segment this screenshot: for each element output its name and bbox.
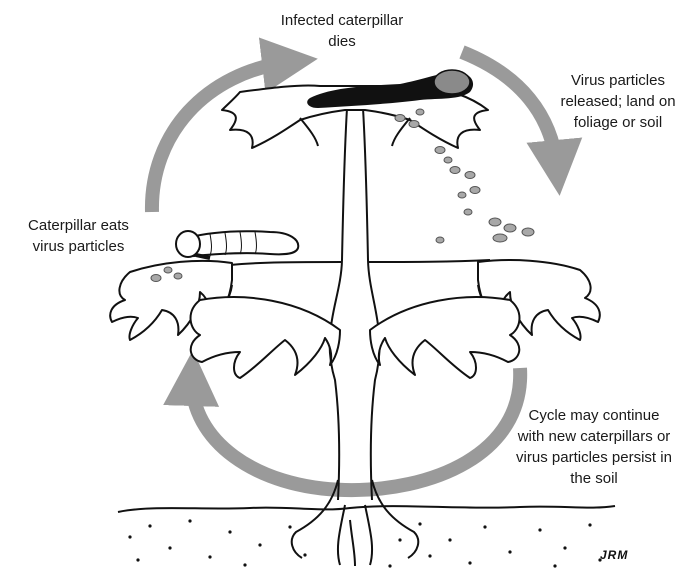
label-line: the soil — [500, 468, 688, 489]
label-line: Cycle may continue — [500, 405, 688, 426]
label-line: released; land on — [548, 91, 688, 112]
label-line: foliage or soil — [548, 112, 688, 133]
artist-signature: JRM — [600, 548, 628, 562]
arrow-bottom — [192, 368, 520, 490]
label-line: dies — [262, 31, 422, 52]
label-line: virus particles persist in — [500, 447, 688, 468]
label-line: Caterpillar eats — [6, 215, 151, 236]
label-cycle-continues: Cycle may continue with new caterpillars… — [500, 405, 688, 489]
label-line: Infected caterpillar — [262, 10, 422, 31]
live-caterpillar — [176, 231, 298, 258]
label-line: virus particles — [6, 236, 151, 257]
label-line: Virus particles — [548, 70, 688, 91]
label-particles-released: Virus particles released; land on foliag… — [548, 70, 688, 133]
label-line: with new caterpillars or — [500, 426, 688, 447]
label-infected-dies: Infected caterpillar dies — [262, 10, 422, 52]
label-caterpillar-eats: Caterpillar eats virus particles — [6, 215, 151, 257]
lower-leaves — [191, 297, 520, 378]
